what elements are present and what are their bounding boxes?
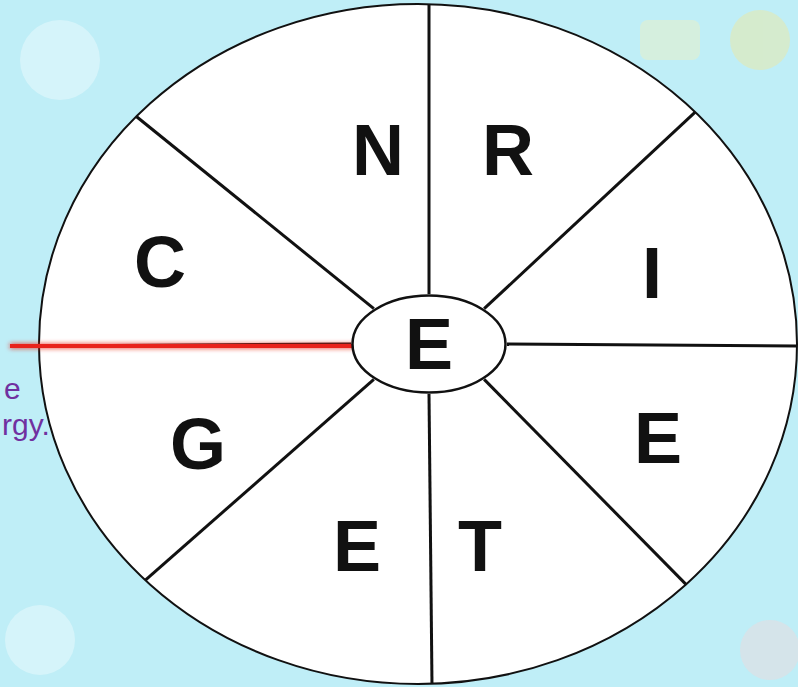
center-circle-shape xyxy=(353,296,506,393)
arrow-shaft xyxy=(10,344,372,348)
letter-sector: R xyxy=(478,110,538,190)
letter-sector: N xyxy=(348,110,408,190)
letter-sector: E xyxy=(630,398,687,478)
wheel-letter: E xyxy=(405,308,453,380)
partial-caption: rgy. xyxy=(2,410,50,440)
letter-sector: E xyxy=(329,506,386,586)
sector-divider xyxy=(428,4,431,294)
letter-sector: G xyxy=(166,404,231,484)
center-circle: E xyxy=(351,294,507,394)
sector-divider xyxy=(507,344,797,346)
wheel-letter: G xyxy=(170,408,226,480)
wheel-letter: N xyxy=(352,114,404,186)
wheel-letter: E xyxy=(634,402,682,474)
letter-sector: T xyxy=(454,506,506,586)
wheel-letter: E xyxy=(333,510,381,582)
wheel-letter: C xyxy=(134,226,186,298)
wheel-letter: R xyxy=(482,114,534,186)
sector-divider xyxy=(484,379,686,584)
wheel-letter: I xyxy=(642,237,662,309)
letter-sector: I xyxy=(638,233,667,313)
sector-divider xyxy=(429,394,432,684)
letter-sector: C xyxy=(130,222,190,302)
wheel-letter: T xyxy=(458,510,502,582)
partial-caption: e xyxy=(4,374,21,404)
pointer-arrow xyxy=(10,337,388,355)
